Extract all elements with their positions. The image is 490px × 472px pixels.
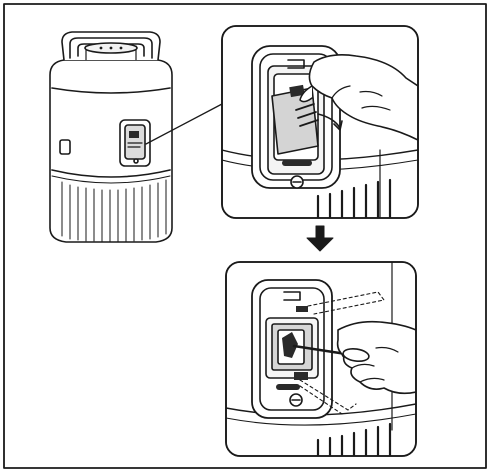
panel-remove-sensor-cover: [221, 25, 419, 219]
leader-line: [145, 103, 223, 145]
air-purifier-device: [49, 31, 173, 243]
down-arrow-icon: [306, 225, 334, 252]
grille: [61, 179, 167, 243]
panel-clean-sensor: [225, 261, 417, 457]
